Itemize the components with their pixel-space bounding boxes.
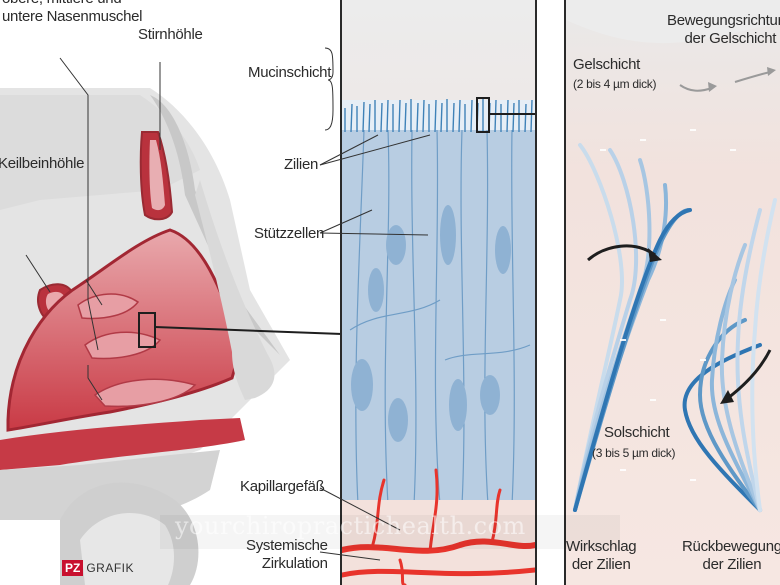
- logo-badge: PZ: [62, 560, 84, 576]
- label-keilbeinhoehle: Keilbeinhöhle: [0, 155, 85, 172]
- label-gelschicht: Gelschicht: [573, 56, 641, 73]
- label-zilien: Zilien: [284, 156, 319, 173]
- pz-grafik-logo: PZ GRAFIK: [62, 560, 134, 576]
- watermark: yourchiropractichealth.com: [175, 512, 526, 540]
- label-kapillargefaess: Kapillargefäß: [240, 478, 325, 495]
- label-stuetzzellen: Stützzellen: [254, 225, 325, 242]
- label-gelschicht-dicke: (2 bis 4 µm dick): [573, 77, 657, 91]
- epithelium-section: [342, 0, 535, 585]
- label-solschicht: Solschicht: [604, 424, 670, 441]
- logo-text: GRAFIK: [86, 561, 135, 575]
- ciliary-beat-section: [566, 0, 780, 585]
- label-bewegungsrichtung: Bewegungsrichtungder Gelschicht: [667, 12, 780, 47]
- label-solschicht-dicke: (3 bis 5 µm dick): [592, 446, 676, 460]
- middle-leader-lines: [319, 47, 431, 561]
- label-nasenmuschel: obere, mittlere unduntere Nasenmuschel: [2, 0, 143, 25]
- label-stirnhoehle: Stirnhöhle: [138, 26, 203, 43]
- head-cross-section: [0, 0, 343, 585]
- label-mucinschicht: Mucinschicht: [248, 64, 332, 81]
